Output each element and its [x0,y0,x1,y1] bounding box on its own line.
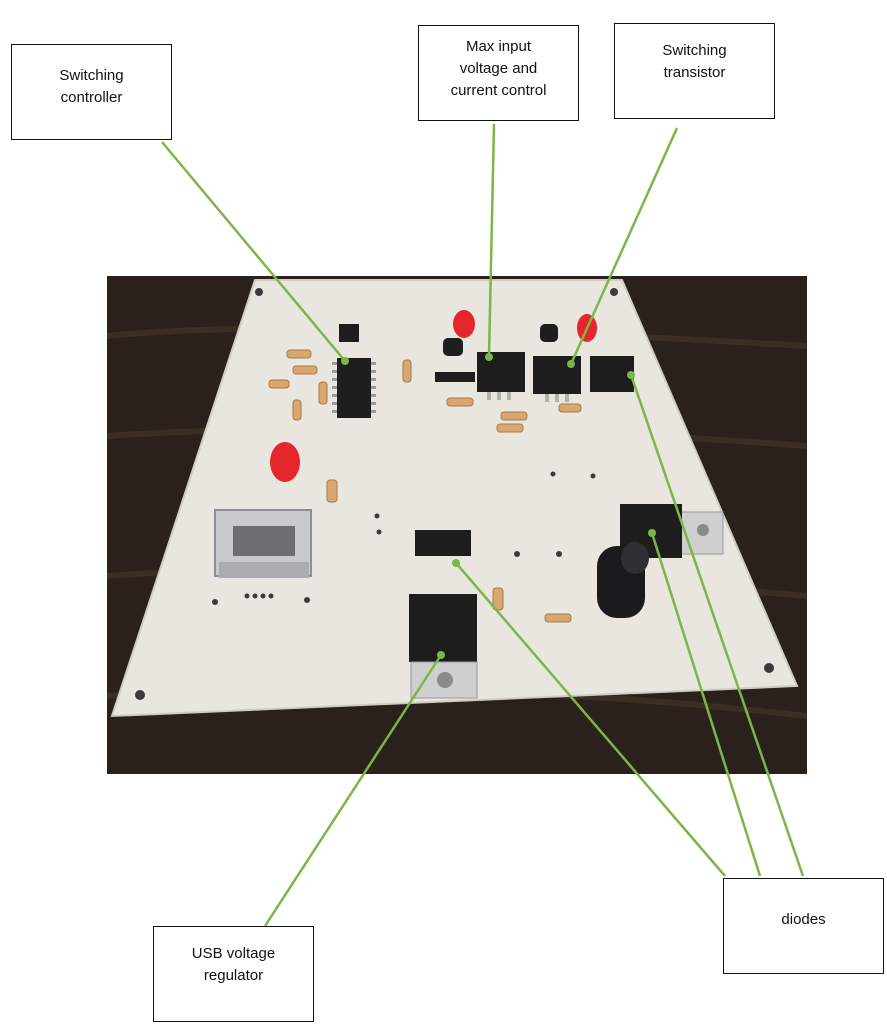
center-diode [415,530,471,556]
small-transistor [339,324,359,342]
capacitor-top [621,542,649,574]
label-usb-regulator: USB voltage regulator [153,926,314,1022]
mounting-hole [135,690,145,700]
label-switching-transistor-text: Switching transistor [662,42,727,81]
label-usb-regulator-text: USB voltage regulator [191,945,276,984]
label-switching-controller-text: Switching controller [59,67,124,106]
tab-hole [697,524,709,536]
solder-pads [212,471,596,605]
usb-port-opening [233,526,295,556]
mounting-hole [255,288,263,296]
switching-transistor [533,356,581,394]
switching-controller-chip [337,358,371,418]
diode-body [435,372,475,382]
red-led-large [270,442,300,482]
diode-package [590,356,634,392]
label-switching-transistor: Switching transistor [614,23,775,119]
label-switching-controller: Switching controller [11,44,172,140]
package-legs [487,392,569,402]
red-led [577,314,597,342]
regulator-tab-hole [437,672,453,688]
label-diodes: diodes [723,878,884,974]
to92-transistor [540,324,558,342]
label-max-input: Max input voltage and current control [418,25,579,121]
usb-voltage-regulator [409,594,477,662]
mounting-hole [610,288,618,296]
chip-pins [332,362,376,413]
usb-base [219,562,309,578]
max-input-control-chip [477,352,525,392]
label-diodes-text: diodes [781,911,826,928]
label-max-input-text: Max input voltage and current control [450,38,547,99]
red-led [453,310,475,338]
pcb-photo [107,276,807,774]
to92-transistor [443,338,463,356]
mounting-hole [764,663,774,673]
